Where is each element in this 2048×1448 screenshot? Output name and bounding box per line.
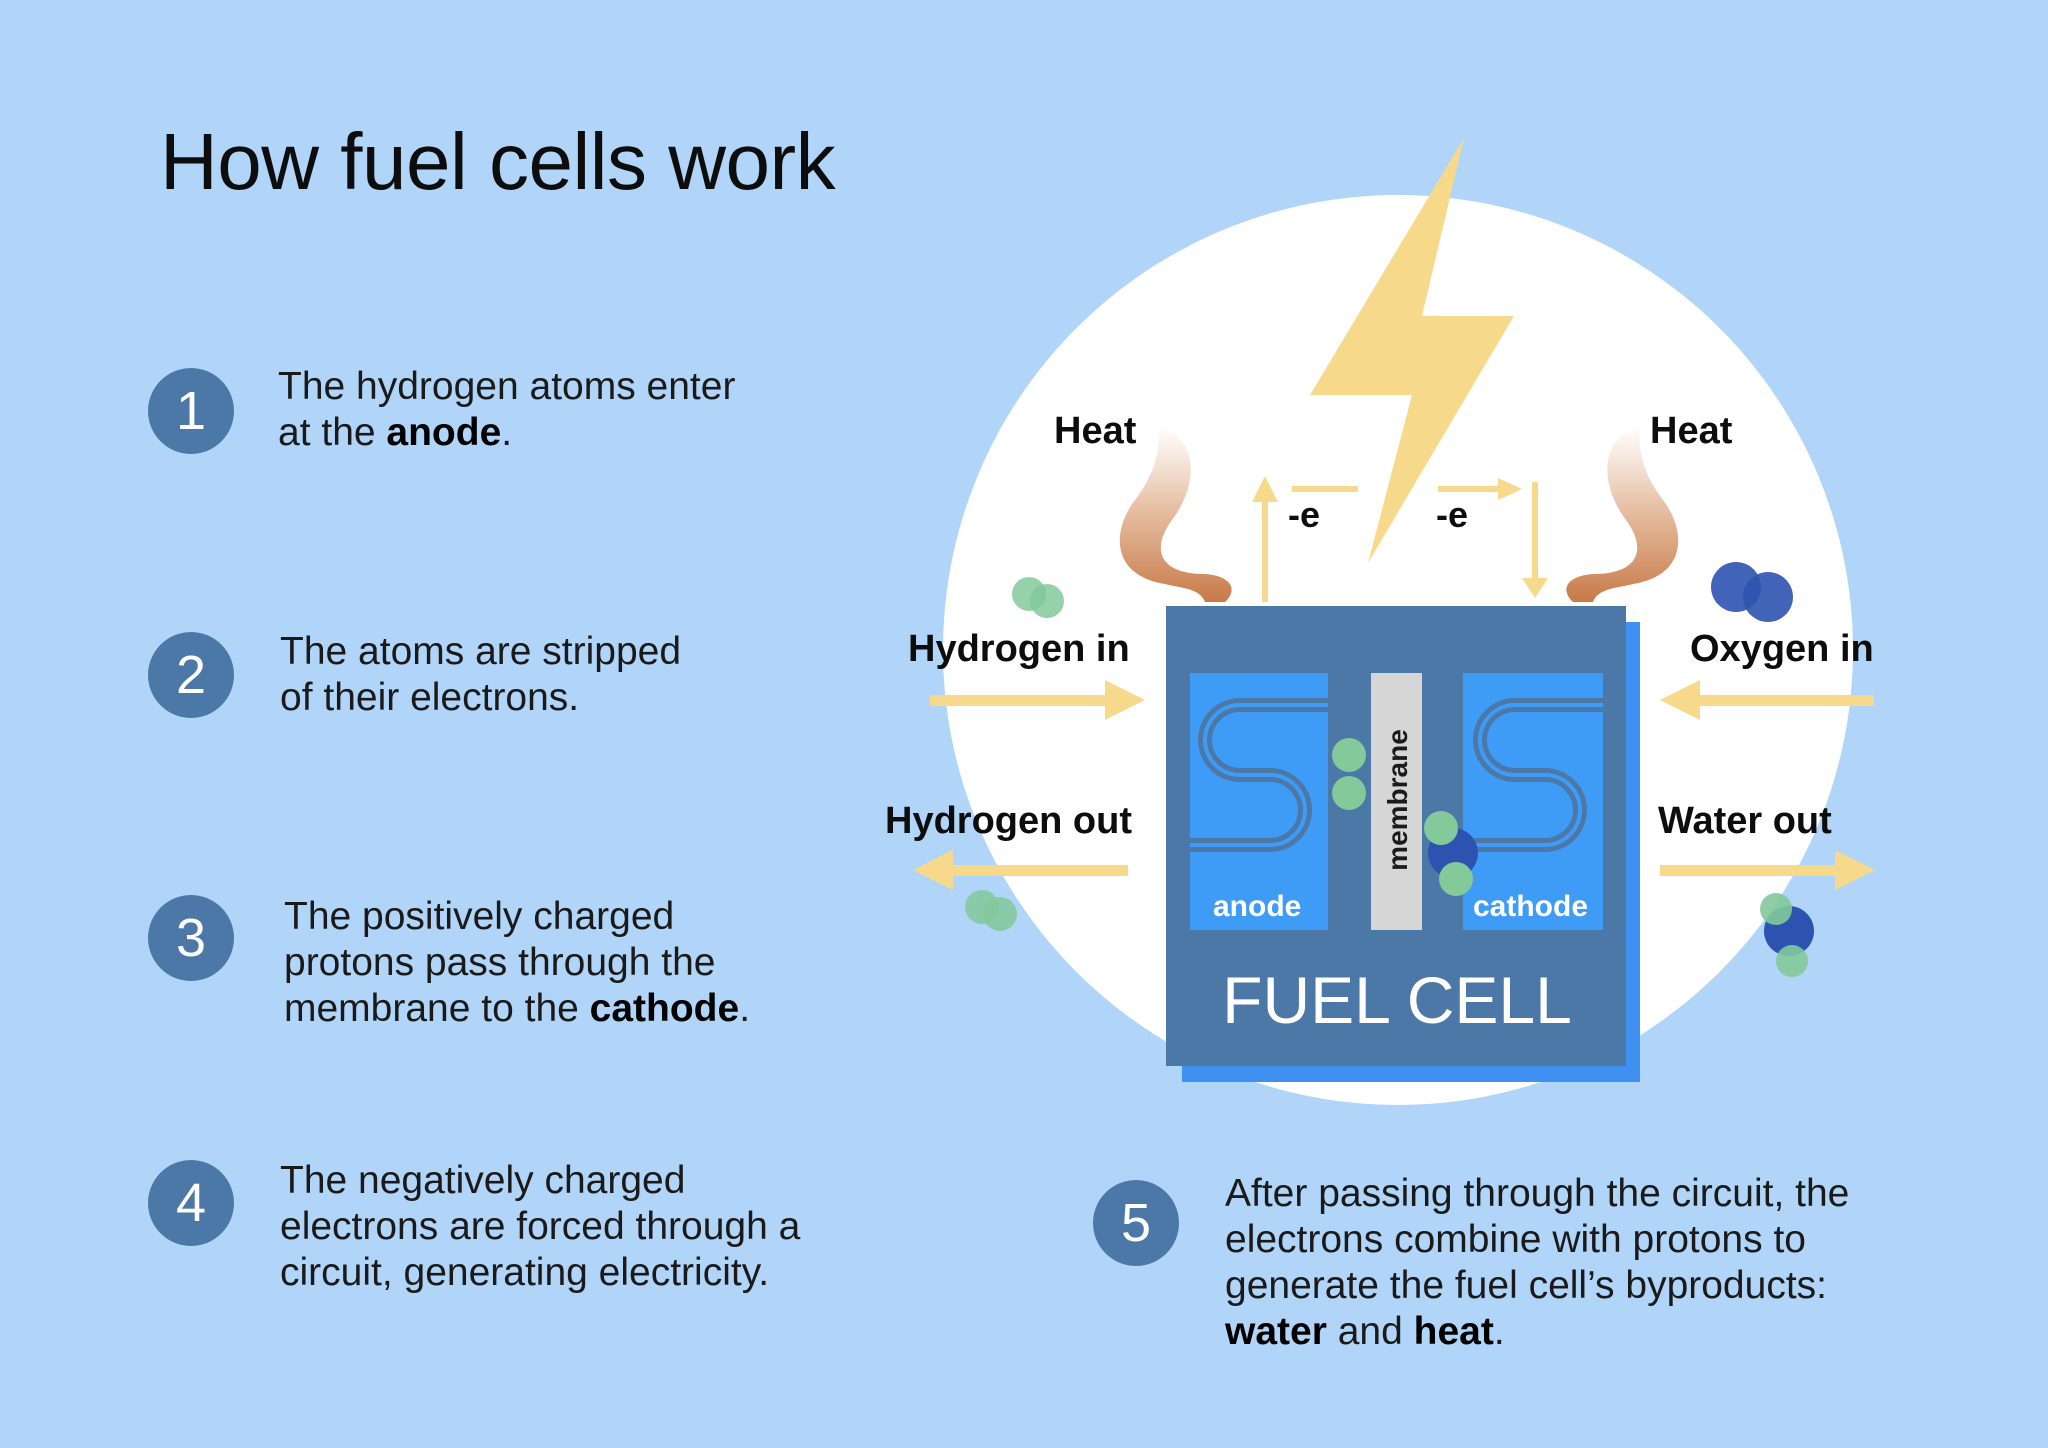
step-3-line-3: membrane to the cathode. bbox=[284, 987, 751, 1030]
step-4-text: The negatively charged electrons are for… bbox=[280, 1158, 800, 1296]
electron-label-right: -e bbox=[1436, 494, 1469, 535]
hydrogen-in-arrow-icon bbox=[930, 680, 1145, 720]
cathode-label: cathode bbox=[1473, 890, 1589, 923]
membrane-plate bbox=[1371, 673, 1422, 930]
heat-plume-left bbox=[1119, 425, 1232, 602]
step-2-line-1: The atoms are stripped bbox=[280, 630, 682, 673]
lightning-bolt-icon bbox=[1310, 138, 1514, 563]
step-4-badge: 4 bbox=[148, 1160, 234, 1246]
hydrogen-in-molecule-icon bbox=[1012, 577, 1064, 618]
electron-flow-arrows bbox=[1262, 482, 1538, 602]
step-1-badge: 1 bbox=[148, 368, 234, 454]
hydrogen-out-arrow-icon bbox=[913, 850, 1128, 890]
arrow-up-icon bbox=[1252, 476, 1278, 502]
step-5-badge: 5 bbox=[1093, 1180, 1179, 1266]
water-out-molecule-icon bbox=[1760, 893, 1814, 977]
page-title: How fuel cells work bbox=[160, 117, 836, 206]
heat-label-right: Heat bbox=[1650, 410, 1733, 452]
anode-label: anode bbox=[1213, 890, 1302, 923]
step-2-badge: 2 bbox=[148, 632, 234, 718]
step-3-badge: 3 bbox=[148, 895, 234, 981]
step-5-line-1: After passing through the circuit, the bbox=[1225, 1172, 1850, 1215]
step-3-text: The positively charged protons pass thro… bbox=[284, 894, 750, 1032]
membrane-label: membrane bbox=[1382, 729, 1413, 871]
step-4-line-1: The negatively charged bbox=[280, 1159, 686, 1202]
water-out-arrow-icon bbox=[1660, 850, 1875, 890]
step-4-line-2: electrons are forced through a bbox=[280, 1205, 801, 1248]
step-5-text: After passing through the circuit, the e… bbox=[1225, 1171, 1849, 1355]
step-3-line-1: The positively charged bbox=[284, 895, 675, 938]
hydrogen-out-label: Hydrogen out bbox=[885, 800, 1132, 842]
step-5-bold-water: water bbox=[1225, 1310, 1327, 1353]
step-2-text: The atoms are stripped of their electron… bbox=[280, 629, 681, 721]
step-1-text: The hydrogen atoms enter at the anode. bbox=[278, 364, 735, 456]
step-1-line-2: at the anode. bbox=[278, 411, 513, 454]
oxygen-in-arrow-icon bbox=[1660, 680, 1874, 720]
step-3-bold: cathode bbox=[589, 987, 740, 1030]
step-3-line-2: protons pass through the bbox=[284, 941, 716, 984]
step-5-line-3: generate the fuel cell’s byproducts: bbox=[1225, 1264, 1827, 1307]
step-4-line-3: circuit, generating electricity. bbox=[280, 1251, 770, 1294]
oxygen-in-label: Oxygen in bbox=[1690, 628, 1874, 670]
electron-label-left: -e bbox=[1288, 494, 1321, 535]
heat-plume-right bbox=[1566, 425, 1679, 602]
step-1-line-1: The hydrogen atoms enter bbox=[278, 365, 736, 408]
step-1-bold: anode bbox=[386, 411, 502, 454]
fuel-cell-label: FUEL CELL bbox=[1222, 963, 1572, 1037]
arrow-right-icon bbox=[1498, 478, 1522, 500]
step-5-line-4: water and heat. bbox=[1225, 1310, 1505, 1353]
hydrogen-out-molecule-icon bbox=[965, 890, 1017, 931]
step-5-line-2: electrons combine with protons to bbox=[1225, 1218, 1806, 1261]
step-2-line-2: of their electrons. bbox=[280, 676, 580, 719]
oxygen-in-molecule-icon bbox=[1711, 562, 1793, 622]
water-forming-molecule-icon bbox=[1424, 811, 1478, 896]
proton-icons bbox=[1332, 738, 1366, 810]
step-5-bold-heat: heat bbox=[1413, 1310, 1494, 1353]
arrow-down-icon bbox=[1522, 578, 1548, 598]
heat-label-left: Heat bbox=[1054, 410, 1137, 452]
water-out-label: Water out bbox=[1658, 800, 1832, 842]
hydrogen-in-label: Hydrogen in bbox=[908, 628, 1130, 670]
